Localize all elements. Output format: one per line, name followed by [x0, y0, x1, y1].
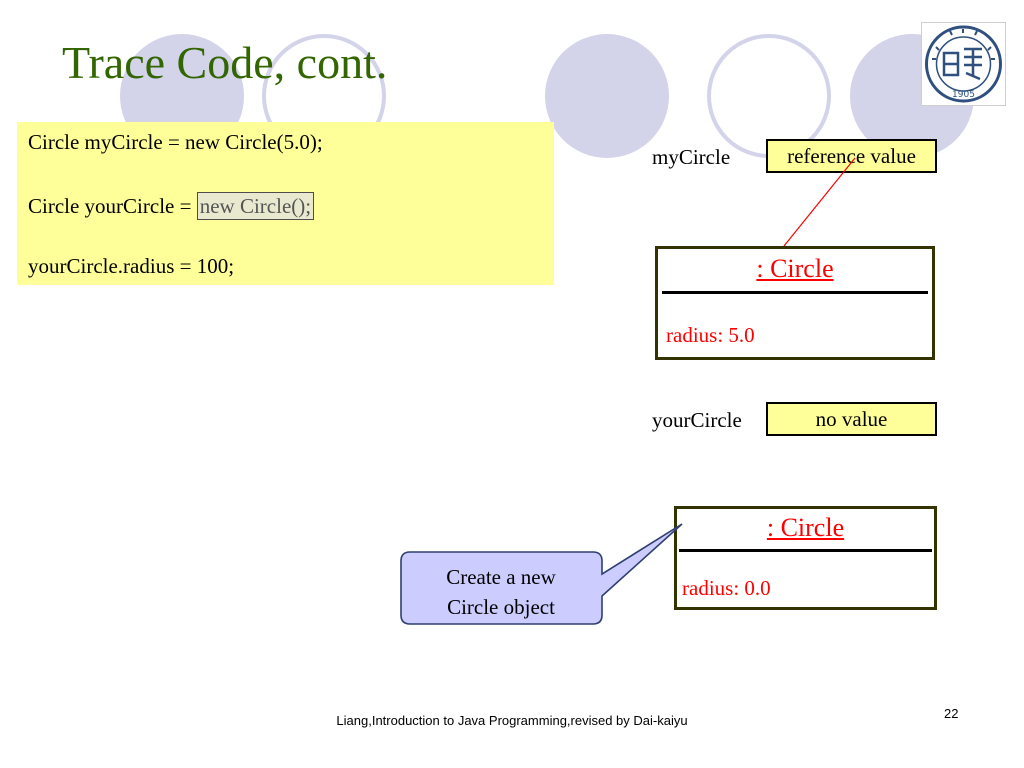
callout-line-2: Circle object — [447, 595, 555, 619]
circle-object-2-radius: radius: 0.0 — [682, 576, 771, 600]
circle-object-2-divider — [679, 549, 932, 552]
callout-text: Create a new Circle object — [402, 562, 600, 622]
circle-object-2-title: : Circle — [766, 513, 845, 542]
footer-credit: Liang,Introduction to Java Programming,r… — [336, 713, 688, 728]
code-line-1: Circle myCircle = new Circle(5.0); — [28, 130, 323, 154]
code-panel: Circle myCircle = new Circle(5.0); Circl… — [17, 122, 554, 285]
university-seal-icon: 1905 — [921, 22, 1006, 106]
mycircle-label: myCircle — [652, 145, 731, 169]
current-statement-highlight: new Circle(); — [196, 192, 315, 220]
code-line-3: yourCircle.radius = 100; — [28, 254, 235, 278]
yourcircle-label: yourCircle — [652, 408, 742, 432]
page-number: 22 — [944, 706, 959, 721]
code-line-2: Circle yourCircle = new Circle(); — [28, 192, 315, 220]
yourcircle-value-box: no value — [766, 402, 937, 436]
mycircle-value-box: reference value — [766, 139, 937, 173]
seal-year: 1905 — [952, 90, 975, 100]
circle-object-1-radius: radius: 5.0 — [666, 323, 755, 347]
code-line-2-prefix: Circle yourCircle = — [28, 194, 197, 218]
circle-object-1-title: : Circle — [756, 254, 834, 283]
slide-title: Trace Code, cont. — [62, 37, 388, 88]
circle-object-1-divider — [662, 291, 928, 294]
decorative-circle — [545, 34, 669, 158]
reference-arrow — [783, 157, 856, 247]
callout-bubble — [400, 523, 683, 625]
circle-object-2: : Circle radius: 0.0 — [674, 506, 937, 610]
callout-line-1: Create a new — [446, 565, 556, 589]
circle-object-1: : Circle radius: 5.0 — [655, 246, 935, 360]
